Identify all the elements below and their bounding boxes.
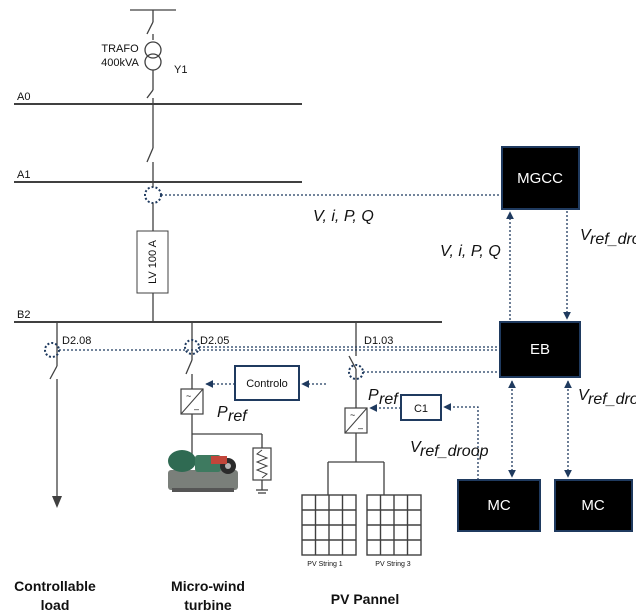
pv-string-3-panel xyxy=(366,494,422,556)
vref-droop-mgcc-main: V xyxy=(580,227,592,244)
transformer-symbol xyxy=(144,41,162,104)
caption-micro-wind: Micro-wind xyxy=(171,578,245,594)
transformer-name: TRAFO xyxy=(101,43,139,55)
feeder-d208 xyxy=(49,322,58,498)
pref-wind-main: P xyxy=(217,404,228,421)
eb-label: EB xyxy=(530,341,550,358)
mc-block-2-label: MC xyxy=(581,497,604,514)
caption-load: load xyxy=(41,597,70,613)
mgcc-block[interactable] xyxy=(501,146,580,210)
mc-block-2[interactable] xyxy=(554,479,633,532)
pref-pv-main: P xyxy=(368,387,379,404)
bus-a1-label: A1 xyxy=(17,169,30,181)
measurement-point-a1 xyxy=(144,186,162,204)
pref-wind-sub: ref xyxy=(228,408,248,425)
vref-droop-c1-sub: ref_droop xyxy=(420,443,489,460)
caption-controllable: Controllable xyxy=(14,578,96,594)
caption-turbine: turbine xyxy=(184,597,232,613)
pv-string-1-label: PV String 1 xyxy=(307,561,343,568)
pv-converter-icon: ~ – xyxy=(344,407,368,434)
controlo-label: Controlo xyxy=(246,378,288,390)
dump-load-resistor-icon xyxy=(252,447,272,481)
mgcc-label: MGCC xyxy=(517,170,563,187)
pv-string-1-panel xyxy=(301,494,357,556)
lv-breaker-label: LV 100 A xyxy=(147,239,159,283)
feeder-d208-label: D2.08 xyxy=(62,335,91,347)
pref-pv-sub: ref xyxy=(379,391,399,408)
vref-droop-eb-sub: ref_droop xyxy=(588,391,636,408)
c1-box[interactable] xyxy=(400,394,442,421)
feeder-d205-label: D2.05 xyxy=(200,335,229,347)
lv-breaker-box xyxy=(136,230,169,294)
svg-text:~: ~ xyxy=(186,391,191,401)
bus-a0-label: A0 xyxy=(17,91,30,103)
transformer-vector-group: Y1 xyxy=(174,64,187,76)
mc-block-1-label: MC xyxy=(487,497,510,514)
svg-text:~: ~ xyxy=(350,410,355,420)
mc-to-c1-link xyxy=(443,403,479,480)
wind-converter-icon: ~ – xyxy=(180,388,204,415)
vref-droop-c1-main: V xyxy=(410,439,422,456)
caption-pv-pannel: PV Pannel xyxy=(331,591,399,607)
pv-string-3-label: PV String 3 xyxy=(375,561,411,568)
c1-label: C1 xyxy=(414,403,428,415)
feeder-d103 xyxy=(327,322,385,495)
mc-block-1[interactable] xyxy=(457,479,541,532)
a0-a1-link xyxy=(146,104,154,182)
svg-text:–: – xyxy=(358,423,363,433)
eb-block[interactable] xyxy=(499,321,581,378)
load-arrow xyxy=(52,496,62,508)
vref-droop-mgcc-sub: ref_droop xyxy=(590,231,636,248)
transformer-rating: 400kVA xyxy=(101,57,139,69)
controlo-box[interactable] xyxy=(234,365,300,401)
measurement-label-eb: V, i, P, Q xyxy=(440,243,501,260)
grid-connection xyxy=(130,9,176,40)
vref-droop-eb-main: V xyxy=(578,387,590,404)
micro-wind-turbine-image xyxy=(168,450,238,492)
bus-b2-label: B2 xyxy=(17,309,30,321)
measurement-label-top: V, i, P, Q xyxy=(313,208,374,225)
feeder-d103-label: D1.03 xyxy=(364,335,393,347)
svg-text:–: – xyxy=(194,404,199,414)
